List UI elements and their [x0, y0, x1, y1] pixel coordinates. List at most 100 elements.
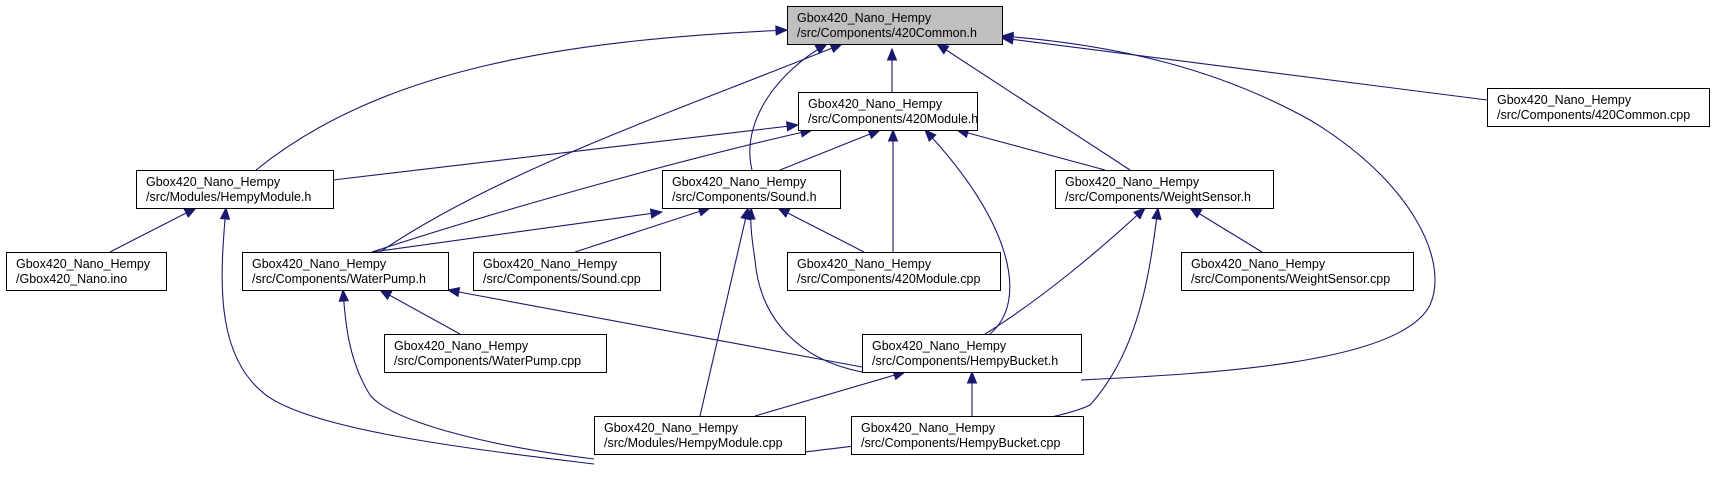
edge-hempymodule_cpp-to-hempymodule_h — [221, 207, 595, 465]
edge-nano_ino-to-hempymodule_h — [109, 207, 197, 253]
arrowhead-nano_ino-to-hempymodule_h — [183, 207, 198, 218]
edge-sound_cpp-to-sound_h — [574, 207, 711, 253]
node-hempymodule-h[interactable]: Gbox420_Nano_Hempy/src/Modules/HempyModu… — [136, 170, 334, 209]
node-box — [787, 252, 1001, 291]
node-box — [594, 416, 806, 455]
arrowhead-hempymodule_h-to-module_h — [785, 121, 800, 132]
arrowhead-waterpump_cpp-to-waterpump_h — [378, 289, 393, 301]
node-box — [851, 416, 1084, 455]
node-path-label: /src/Components/WeightSensor.h — [1065, 190, 1251, 204]
arrowhead-hempymodule_cpp-to-hempymodule_h — [219, 206, 231, 220]
node-project-label: Gbox420_Nano_Hempy — [1065, 175, 1200, 189]
node-hempybucket-h[interactable]: Gbox420_Nano_Hempy/src/Components/HempyB… — [862, 334, 1082, 373]
node-box — [242, 252, 449, 291]
node-path-label: /src/Components/Sound.h — [672, 190, 817, 204]
node-box — [1055, 170, 1274, 209]
edge-hempybucket_h-to-weightsensor_h — [984, 207, 1146, 335]
edges-layer — [109, 25, 1488, 465]
arrowhead-module_cpp-to-module_h — [887, 128, 899, 142]
node-common-h[interactable]: Gbox420_Nano_Hempy/src/Components/420Com… — [787, 6, 1003, 45]
arrowhead-module_cpp-to-sound_h — [776, 207, 791, 218]
edge-weightsensor_h-to-common_h — [936, 43, 1131, 171]
edge-weightsensor_h-to-module_h — [956, 129, 1106, 171]
node-project-label: Gbox420_Nano_Hempy — [604, 421, 739, 435]
node-project-label: Gbox420_Nano_Hempy — [797, 257, 932, 271]
node-path-label: /src/Components/WaterPump.h — [252, 272, 426, 286]
arrowhead-hempybucket_h-to-weightsensor_h — [1133, 207, 1146, 220]
edge-hempymodule_cpp-to-sound_h — [699, 207, 749, 417]
node-module-h[interactable]: Gbox420_Nano_Hempy/src/Components/420Mod… — [798, 92, 979, 131]
edge-hempymodule_h-to-module_h — [332, 124, 799, 181]
node-project-label: Gbox420_Nano_Hempy — [483, 257, 618, 271]
node-path-label: /src/Components/420Module.cpp — [797, 272, 980, 286]
node-path-label: /src/Components/420Common.cpp — [1497, 108, 1690, 122]
arrowhead-waterpump_h-to-common_h — [829, 43, 844, 54]
node-common-cpp[interactable]: Gbox420_Nano_Hempy/src/Components/420Com… — [1487, 88, 1710, 127]
node-box — [662, 170, 841, 209]
edge-module_cpp-to-sound_h — [777, 207, 865, 253]
node-path-label: /src/Modules/HempyModule.cpp — [604, 436, 783, 450]
node-path-label: /src/Components/Sound.cpp — [483, 272, 641, 286]
node-project-label: Gbox420_Nano_Hempy — [1497, 93, 1632, 107]
node-path-label: /Gbox420_Nano.ino — [16, 272, 127, 286]
edge-waterpump_h-to-module_h — [371, 129, 813, 253]
edge-hempybucket_h-to-sound_h — [750, 207, 863, 373]
arrowhead-weightsensor_h-to-common_h — [935, 43, 950, 55]
node-box — [473, 252, 661, 291]
node-weightsensor-h[interactable]: Gbox420_Nano_Hempy/src/Components/Weight… — [1055, 170, 1274, 209]
node-project-label: Gbox420_Nano_Hempy — [16, 257, 151, 271]
node-project-label: Gbox420_Nano_Hempy — [1191, 257, 1326, 271]
node-project-label: Gbox420_Nano_Hempy — [872, 339, 1007, 353]
node-path-label: /src/Components/420Common.h — [797, 26, 977, 40]
arrowhead-waterpump_h-to-sound_h — [649, 208, 664, 219]
node-box — [787, 6, 1003, 45]
edge-common_cpp-to-common_h — [1001, 37, 1488, 101]
arrowhead-weightsensor_cpp-to-weightsensor_h — [1188, 207, 1203, 219]
node-box — [1181, 252, 1414, 291]
node-waterpump-cpp[interactable]: Gbox420_Nano_Hempy/src/Components/WaterP… — [384, 334, 607, 373]
arrowhead-hempymodule_cpp-to-waterpump_h — [338, 288, 350, 302]
node-hempymodule-cpp[interactable]: Gbox420_Nano_Hempy/src/Modules/HempyModu… — [594, 416, 806, 455]
node-sound-h[interactable]: Gbox420_Nano_Hempy/src/Components/Sound.… — [662, 170, 841, 209]
node-sound-cpp[interactable]: Gbox420_Nano_Hempy/src/Components/Sound.… — [473, 252, 661, 291]
node-waterpump-h[interactable]: Gbox420_Nano_Hempy/src/Components/WaterP… — [242, 252, 449, 291]
node-project-label: Gbox420_Nano_Hempy — [146, 175, 281, 189]
edge-hempybucket_h-to-common_h — [1001, 35, 1436, 381]
edge-hempymodule_cpp-to-hempybucket_h — [754, 371, 906, 417]
node-nano-ino[interactable]: Gbox420_Nano_Hempy/Gbox420_Nano.ino — [6, 252, 167, 291]
node-project-label: Gbox420_Nano_Hempy — [797, 11, 932, 25]
node-path-label: /src/Components/HempyBucket.h — [872, 354, 1058, 368]
edge-waterpump_h-to-common_h — [379, 43, 843, 253]
edge-hempybucket_h-to-module_h — [924, 129, 1011, 335]
node-path-label: /src/Components/420Module.h — [808, 112, 978, 126]
node-weightsensor-cpp[interactable]: Gbox420_Nano_Hempy/src/Components/Weight… — [1181, 252, 1414, 291]
edge-weightsensor_cpp-to-weightsensor_h — [1189, 207, 1263, 253]
nodes-layer: Gbox420_Nano_Hempy/src/Components/420Com… — [6, 6, 1710, 455]
node-project-label: Gbox420_Nano_Hempy — [394, 339, 529, 353]
node-module-cpp[interactable]: Gbox420_Nano_Hempy/src/Components/420Mod… — [787, 252, 1001, 291]
arrowhead-hempybucket_h-to-module_h — [924, 129, 937, 142]
node-project-label: Gbox420_Nano_Hempy — [252, 257, 387, 271]
arrowhead-hempybucket_h-to-waterpump_h — [446, 286, 461, 298]
edge-hempybucket_h-to-waterpump_h — [447, 289, 863, 368]
arrowhead-hempybucket_h-to-common_h — [1000, 31, 1014, 43]
arrowhead-hempymodule_h-to-common_h — [775, 25, 789, 36]
arrowhead-hempybucket_cpp-to-hempybucket_h — [966, 370, 978, 384]
edge-sound_h-to-common_h — [749, 43, 828, 171]
edge-hempymodule_h-to-common_h — [255, 29, 788, 171]
node-project-label: Gbox420_Nano_Hempy — [808, 97, 943, 111]
edge-waterpump_h-to-sound_h — [371, 211, 663, 253]
node-box — [862, 334, 1082, 373]
node-box — [384, 334, 607, 373]
node-box — [1487, 88, 1710, 127]
node-box — [798, 92, 978, 131]
node-path-label: /src/Components/HempyBucket.cpp — [861, 436, 1060, 450]
node-path-label: /src/Components/WeightSensor.cpp — [1191, 272, 1390, 286]
node-project-label: Gbox420_Nano_Hempy — [672, 175, 807, 189]
arrowhead-module_h-to-common_h — [886, 47, 898, 61]
arrowhead-hempybucket_h-to-sound_h — [745, 206, 756, 220]
node-path-label: /src/Modules/HempyModule.h — [146, 190, 311, 204]
node-project-label: Gbox420_Nano_Hempy — [861, 421, 996, 435]
node-hempybucket-cpp[interactable]: Gbox420_Nano_Hempy/src/Components/HempyB… — [851, 416, 1084, 455]
